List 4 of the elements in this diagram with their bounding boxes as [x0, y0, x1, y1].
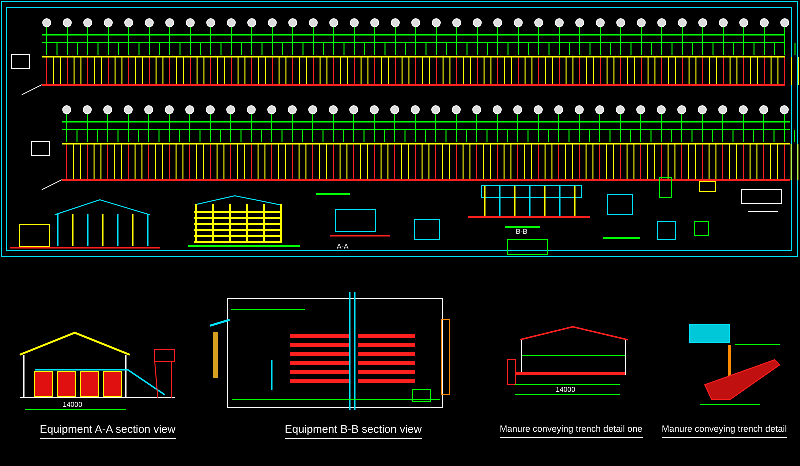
view-title: Manure conveying trench detail	[662, 425, 788, 438]
view-title: Manure conveying trench detail one	[500, 425, 643, 438]
view-title: Equipment B-B section view	[285, 424, 422, 440]
view-title: Equipment A-A section view	[40, 424, 176, 440]
